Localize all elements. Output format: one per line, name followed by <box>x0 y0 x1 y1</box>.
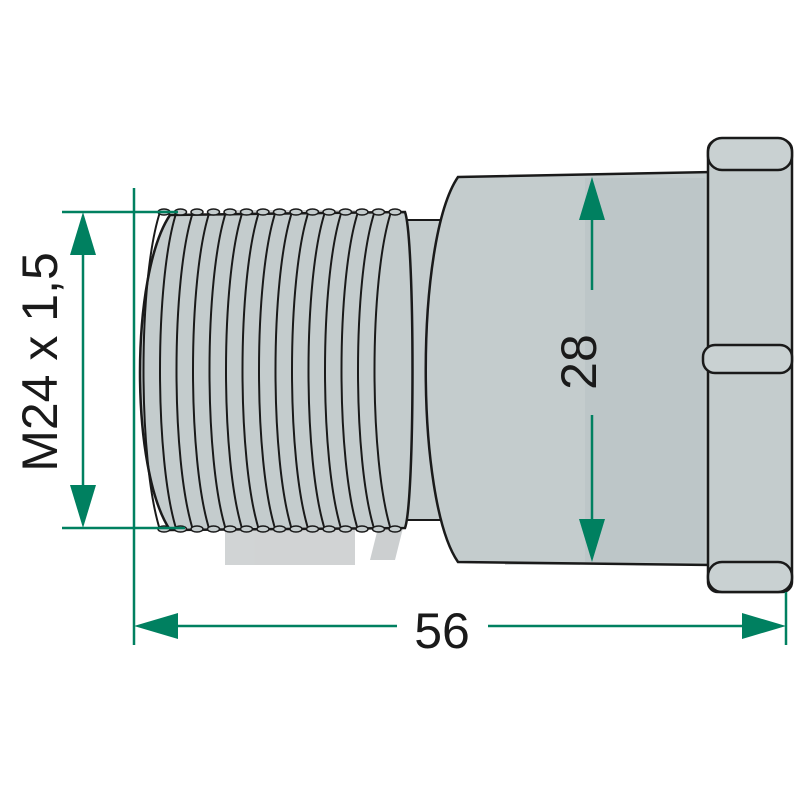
thread-crest-bottom <box>206 525 221 533</box>
thread-ridge <box>357 211 376 531</box>
thread-crest-bottom <box>239 525 254 533</box>
arrow-thread-bottom <box>70 485 96 528</box>
arrow-length-left <box>134 613 178 639</box>
thread-crest-bottom <box>322 525 336 533</box>
thread-crest-bottom <box>355 525 369 533</box>
thread-ridge <box>340 211 359 531</box>
dimension-body <box>579 177 605 562</box>
thread-crest-top <box>355 208 369 216</box>
arrow-thread-top <box>70 212 96 255</box>
thread-crest-top <box>190 208 204 216</box>
thread-ridge <box>324 211 343 531</box>
thread-crest-top <box>239 208 254 216</box>
thread-crest-top <box>206 208 221 216</box>
thread-crest-top <box>388 208 402 216</box>
thread-ridge <box>291 211 310 531</box>
thread-crest-top <box>272 208 287 216</box>
dimension-thread <box>62 210 185 530</box>
thread-crest-top <box>371 208 386 216</box>
thread-crest-bottom <box>371 525 386 533</box>
thread-crest-bottom <box>289 525 303 533</box>
thread-crest-top <box>305 208 320 216</box>
thread-crest-top <box>223 208 237 216</box>
thread-ridge <box>192 211 211 531</box>
thread-crest-bottom <box>305 525 320 533</box>
dimension-label-body: 28 <box>551 334 607 390</box>
thread-crest-top <box>338 208 353 216</box>
thread-ridge <box>208 211 227 531</box>
hex-nut-flat-bottom <box>706 560 794 594</box>
thread-ridge <box>241 211 260 531</box>
thread-crest-top <box>289 208 303 216</box>
thread-crest-bottom <box>256 525 270 533</box>
thread-ridge <box>142 211 161 531</box>
thread-crest-bottom <box>338 525 353 533</box>
dimension-label-length: 56 <box>414 603 470 659</box>
dimension-label-thread: M24 x 1,5 <box>12 252 68 472</box>
thread-ridges <box>142 208 402 533</box>
arrow-length-right <box>742 613 786 639</box>
thread-ridge <box>274 211 293 531</box>
hex-nut <box>701 136 794 594</box>
thread-crest-bottom <box>223 525 237 533</box>
thread-crest-top <box>256 208 270 216</box>
hex-nut-flat-middle <box>701 343 794 375</box>
thread-ridge <box>307 211 326 531</box>
body <box>424 170 714 567</box>
body-shade <box>585 178 705 562</box>
arrow-body-top <box>579 177 605 220</box>
arrow-body-bottom <box>579 519 605 562</box>
hex-nut-flat-top <box>706 136 794 172</box>
thread-ridge <box>258 211 277 531</box>
thread-ridge <box>225 211 244 531</box>
thread-crest-bottom <box>388 525 402 533</box>
dimension-length <box>132 188 788 645</box>
thread-crest-bottom <box>190 525 204 533</box>
thread-ridge <box>373 211 392 531</box>
thread-crest-top <box>322 208 336 216</box>
thread-ridge <box>159 211 178 531</box>
threaded-end <box>138 208 446 533</box>
thread-ridge <box>175 211 194 531</box>
thread-crest-bottom <box>272 525 287 533</box>
